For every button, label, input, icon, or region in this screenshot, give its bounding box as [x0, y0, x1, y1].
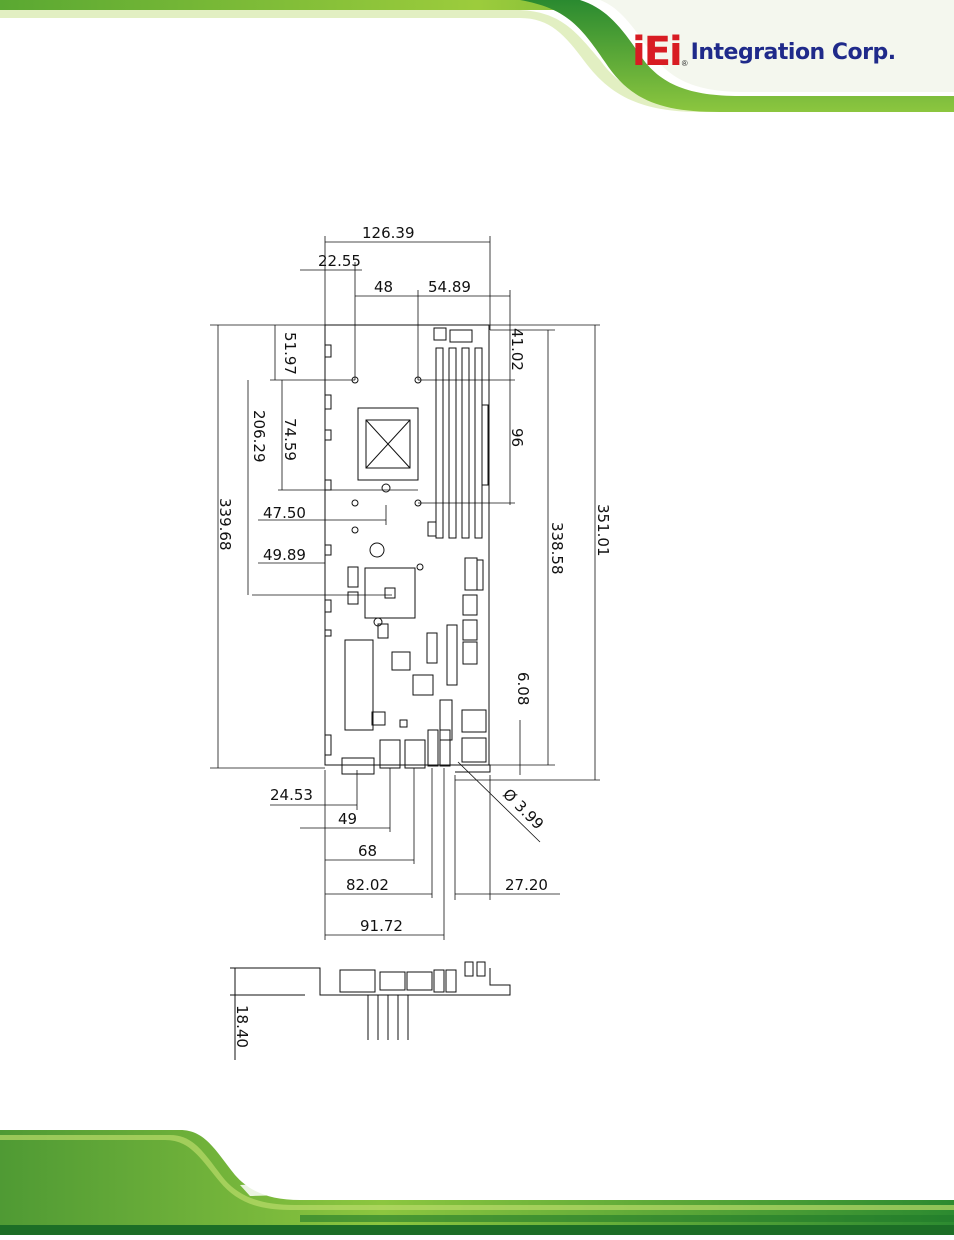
top-connector — [449, 329, 473, 343]
dim-cpu-hole-spacing: 48 — [374, 278, 393, 296]
dim-right-edge-offset: 27.20 — [505, 876, 548, 894]
vga-connector — [341, 757, 375, 775]
dimm-slot-3 — [461, 347, 470, 539]
iei-logo: iEi ® Integration Corp. — [632, 30, 896, 74]
ic-chip-1 — [391, 651, 411, 671]
dim-chipset-center-x: 49.89 — [263, 546, 306, 564]
dim-right-offset: 54.89 — [428, 278, 471, 296]
dim-bracket-height: 18.40 — [233, 1005, 251, 1048]
left-edge-notches — [325, 344, 332, 756]
cpu-socket — [357, 407, 419, 481]
ic-chip-3 — [371, 711, 386, 726]
usb-port — [427, 729, 439, 767]
header-banner: iEi ® Integration Corp. — [0, 0, 954, 112]
dim-cpu-top-offset: 51.97 — [281, 332, 299, 375]
dim-width-overall: 126.39 — [362, 224, 415, 242]
chipset-heatsink — [364, 567, 416, 619]
side-lan-2 — [406, 971, 433, 991]
dim-vga-offset: 24.53 — [270, 786, 313, 804]
dim-lan2-offset: 68 — [358, 842, 377, 860]
dim-audio-offset: 91.72 — [360, 917, 403, 935]
cpu-lever — [381, 483, 391, 493]
dim-dimm-hole-spacing: 96 — [508, 428, 526, 447]
dimm-slot-4 — [474, 347, 483, 539]
dim-left-hole-offset: 22.55 — [318, 252, 361, 270]
dim-top-to-dimm-hole: 41.02 — [508, 328, 526, 371]
dim-board-height-left: 339.68 — [216, 498, 234, 551]
dim-cpu-hole-height: 74.59 — [281, 418, 299, 461]
footer-green-swoosh — [0, 1130, 954, 1235]
logo-company-name: Integration Corp. — [690, 39, 896, 65]
dimm-slot-1 — [435, 347, 444, 539]
dim-board-height-right: 338.58 — [548, 522, 566, 575]
footer-banner — [0, 1130, 954, 1235]
side-view-bracket — [230, 961, 511, 1060]
logo-mark: iEi — [632, 29, 683, 75]
dim-usb-offset: 82.02 — [346, 876, 389, 894]
lan-port-1 — [379, 739, 401, 769]
dim-lan1-offset: 49 — [338, 810, 357, 828]
dimension-lines — [210, 236, 600, 940]
ic-chip-2 — [412, 674, 434, 696]
lan-port-2 — [404, 739, 426, 769]
side-vga — [339, 969, 376, 993]
dim-bottom-hole-height: 6.08 — [514, 672, 532, 705]
header-connector — [464, 557, 478, 591]
header-green-swoosh — [0, 0, 954, 112]
battery — [369, 542, 385, 558]
dimm-slot-2 — [448, 347, 457, 539]
logo-registered: ® — [681, 58, 688, 68]
dim-hole-height-from-bottom: 206.29 — [250, 410, 268, 463]
board-bottom-edge — [325, 764, 491, 773]
dim-overall-height: 351.01 — [594, 504, 612, 557]
cpu-socket-inner — [365, 419, 411, 469]
side-lan-1 — [379, 971, 406, 991]
dim-cpu-center-x: 47.50 — [263, 504, 306, 522]
minipcie-slot — [344, 639, 374, 731]
board-outline — [324, 324, 490, 766]
